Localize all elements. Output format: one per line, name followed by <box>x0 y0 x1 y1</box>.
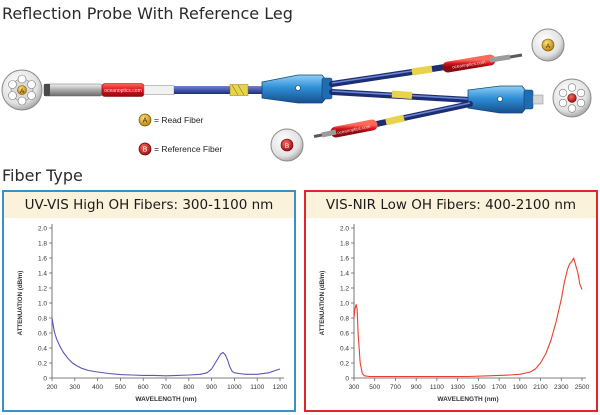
x-tick-label: 500 <box>115 384 126 391</box>
x-tick-label: 400 <box>92 384 103 391</box>
legend-reference <box>138 142 152 156</box>
reference-end-view-marker: B <box>285 143 289 150</box>
series-line <box>51 317 281 377</box>
x-tick-label: 2300 <box>554 384 569 391</box>
x-tick-label: 900 <box>411 384 422 391</box>
x-tick-label: 1900 <box>513 384 528 391</box>
diagram-title: Reflection Probe With Reference Leg <box>2 4 293 23</box>
y-axis-label: ATTENUATION (dB/m) <box>17 271 24 336</box>
x-tick-label: 1700 <box>492 384 507 391</box>
x-axis-label: WAVELENGTH (nm) <box>437 396 498 403</box>
breakout-housing <box>261 74 333 104</box>
x-tick-label: 1200 <box>273 384 288 391</box>
y-tick-label: 0.2 <box>340 360 349 367</box>
read-end-view-marker: A <box>546 43 551 50</box>
y-tick-label: 1.0 <box>340 300 349 307</box>
panel-title: UV-VIS High OH Fibers: 300-1100 nm <box>4 192 294 218</box>
y-tick-label: 1.4 <box>340 270 349 277</box>
legend-read-marker: A <box>143 118 148 125</box>
y-tick-label: 1.2 <box>38 285 47 292</box>
read-leg-brand-label: oceanoptics.com <box>452 59 486 69</box>
common-leg-cable <box>174 86 264 94</box>
legend-read-label: = Read Fiber <box>154 115 204 125</box>
uv-vis-chart: 0 0.2 0.4 0.6 0.8 1.0 1.2 1.4 1.6 1.8 2.0 200 300 400… <box>17 224 288 403</box>
reference-end-view <box>270 128 304 162</box>
probe-diagram: A oceanoptics.com oceanoptics.com <box>1 28 592 162</box>
y-tick-label: 0.6 <box>38 330 47 337</box>
y-axis-label: ATTENUATION (dB/m) <box>319 271 326 336</box>
probe-tip <box>43 83 103 97</box>
x-axis-label: WAVELENGTH (nm) <box>135 396 196 403</box>
end-view-marker-a: A <box>20 88 25 95</box>
y-tick-label: 1.6 <box>38 255 47 262</box>
legend-reference-label: = Reference Fiber <box>154 144 222 154</box>
read-end-view <box>531 28 565 62</box>
x-tick-label: 2100 <box>533 384 548 391</box>
series-line <box>353 257 583 378</box>
y-tick-label: 0.8 <box>38 315 47 322</box>
x-tick-label: 1000 <box>227 384 242 391</box>
x-tick-label: 1300 <box>450 384 465 391</box>
y-tick-label: 0.6 <box>340 330 349 337</box>
reference-branch <box>313 101 473 138</box>
output-end-view <box>552 78 592 118</box>
y-tick-label: 1.2 <box>340 285 349 292</box>
y-tick-label: 0.8 <box>340 315 349 322</box>
x-tick-label: 700 <box>161 384 172 391</box>
y-tick-label: 0 <box>43 375 47 382</box>
y-tick-label: 1.0 <box>38 300 47 307</box>
y-tick-label: 0.4 <box>340 345 349 352</box>
x-tick-label: 500 <box>369 384 380 391</box>
y-tick-label: 2.0 <box>38 225 47 232</box>
x-tick-label: 900 <box>206 384 217 391</box>
x-tick-label: 2500 <box>575 384 590 391</box>
y-tick-label: 1.4 <box>38 270 47 277</box>
probe-brand-label: oceanoptics.com <box>104 88 142 94</box>
x-tick-label: 700 <box>390 384 401 391</box>
panel-title: VIS-NIR Low OH Fibers: 400-2100 nm <box>306 192 596 218</box>
y-tick-label: 1.8 <box>38 240 47 247</box>
x-tick-label: 300 <box>69 384 80 391</box>
x-tick-label: 1500 <box>471 384 486 391</box>
x-tick-label: 300 <box>349 384 360 391</box>
y-tick-label: 2.0 <box>340 225 349 232</box>
y-tick-label: 0 <box>345 375 349 382</box>
read-leg <box>329 53 523 87</box>
reference-housing <box>467 85 544 114</box>
y-tick-label: 1.6 <box>340 255 349 262</box>
x-tick-label: 1100 <box>250 384 264 391</box>
reference-branch-brand-label: oceanoptics.com <box>337 124 371 135</box>
y-tick-label: 0.2 <box>38 360 47 367</box>
x-tick-label: 200 <box>47 384 58 391</box>
legend-reference-marker: B <box>143 147 148 154</box>
y-tick-label: 0.4 <box>38 345 47 352</box>
vis-nir-chart: 0 0.2 0.4 0.6 0.8 1.0 1.2 1.4 1.6 1.8 2.0 300 500 700… <box>319 224 590 403</box>
x-tick-label: 1100 <box>430 384 444 391</box>
reference-leg <box>329 89 473 103</box>
x-tick-label: 600 <box>138 384 149 391</box>
probe-end-view <box>1 69 43 111</box>
x-tick-label: 800 <box>183 384 194 391</box>
legend-read <box>138 113 152 127</box>
y-tick-label: 1.8 <box>340 240 349 247</box>
fiber-type-heading: Fiber Type <box>2 166 83 185</box>
